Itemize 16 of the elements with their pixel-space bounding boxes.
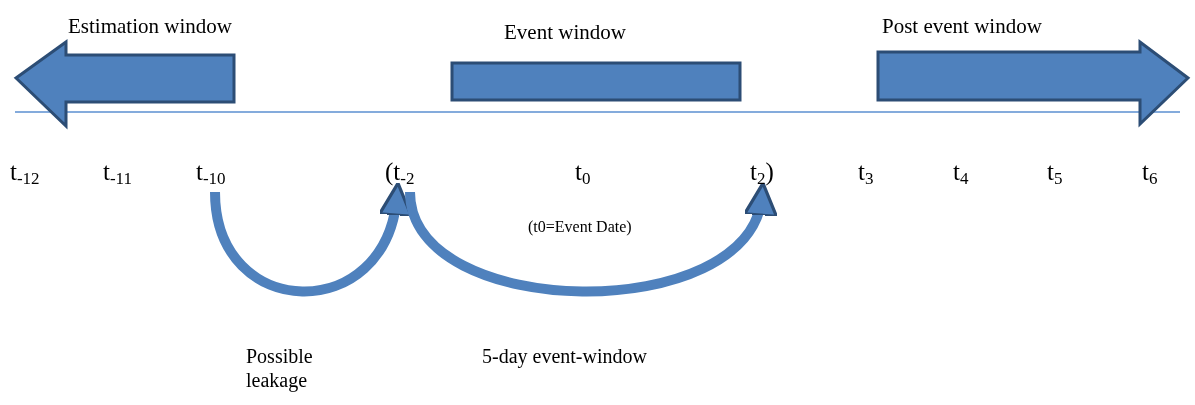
time-label: t$_{2}$) (750, 158, 774, 190)
time-label: t$_{3}$ (858, 158, 874, 190)
time-label: t$_{0}$ (575, 158, 591, 190)
window-heading: Event window (504, 20, 626, 44)
time-label: t$_{6}$ (1142, 158, 1158, 190)
time-label: t$_{-12}$ (10, 158, 40, 190)
time-label: t$_{-11}$ (103, 158, 132, 190)
time-label: t$_{4}$ (953, 158, 969, 190)
curved-arrow (405, 182, 774, 297)
window-heading: Estimation window (68, 14, 232, 38)
time-label: t$_{-10}$ (196, 158, 226, 190)
curved-arrow (210, 181, 411, 297)
time-label: t$_{5}$ (1047, 158, 1063, 190)
time-label: (t$_{-2}$ (385, 158, 415, 190)
note-text: (t0=Event Date) (528, 218, 632, 236)
window-heading: Post event window (882, 14, 1042, 38)
